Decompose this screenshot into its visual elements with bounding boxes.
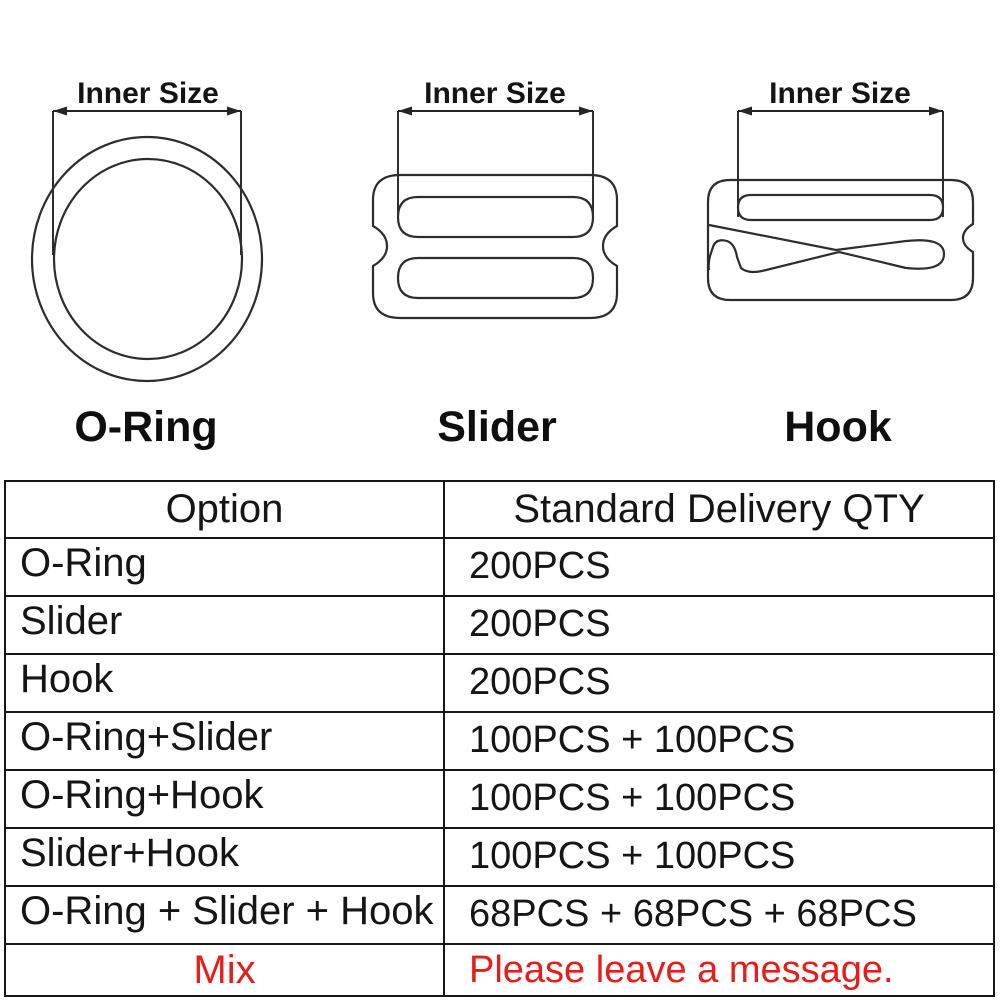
option-cell: O-Ring + Slider + Hook: [4, 885, 445, 945]
slider-figure: Inner Size Slider: [371, 77, 619, 451]
oring-shape: [30, 135, 264, 383]
option-cell: O-Ring+Hook: [4, 769, 445, 829]
dimension-arrow-right-icon: [579, 106, 593, 116]
dimension-arrow-left-icon: [398, 106, 412, 116]
options-table: Option Standard Delivery QTY O-Ring 200P…: [4, 480, 995, 997]
qty-cell: 68PCS + 68PCS + 68PCS: [443, 885, 995, 945]
hardware-diagrams: Inner Size O-Ring Inner Size: [30, 77, 975, 451]
hook-inner-size-label: Inner Size: [769, 77, 911, 110]
qty-cell: 200PCS: [443, 653, 995, 713]
oring-figure: Inner Size O-Ring: [30, 77, 264, 451]
dimension-arrow-left-icon: [738, 106, 752, 116]
slider-shape: [371, 173, 619, 320]
slider-dimension-line: [397, 106, 594, 215]
table-row: O-Ring+Hook 100PCS + 100PCS: [4, 769, 995, 829]
option-cell-mix: Mix: [4, 943, 445, 997]
qty-cell: 100PCS + 100PCS: [443, 827, 995, 887]
dimension-arrow-right-icon: [227, 106, 241, 116]
dimension-arrow-left-icon: [53, 106, 67, 116]
oring-dimension-line: [52, 106, 242, 255]
qty-cell: 100PCS + 100PCS: [443, 769, 995, 829]
table-row: O-Ring + Slider + Hook 68PCS + 68PCS + 6…: [4, 885, 995, 945]
table-row: Slider+Hook 100PCS + 100PCS: [4, 827, 995, 887]
slider-inner-size-label: Inner Size: [424, 77, 566, 110]
table-row-mix: Mix Please leave a message.: [4, 943, 995, 997]
oring-inner-size-label: Inner Size: [77, 77, 219, 110]
slider-caption: Slider: [437, 403, 557, 451]
option-cell: Slider+Hook: [4, 827, 445, 887]
option-cell: Hook: [4, 653, 445, 713]
oring-caption: O-Ring: [74, 403, 217, 451]
option-cell: O-Ring+Slider: [4, 711, 445, 771]
option-cell: Slider: [4, 595, 445, 655]
table-header-row: Option Standard Delivery QTY: [4, 480, 995, 539]
hook-figure: Inner Size Hook: [706, 77, 975, 451]
qty-cell-mix: Please leave a message.: [443, 943, 995, 997]
dimension-arrow-right-icon: [929, 106, 943, 116]
column-header-option: Option: [4, 480, 445, 539]
table-row: Hook 200PCS: [4, 653, 995, 713]
column-header-qty: Standard Delivery QTY: [443, 480, 995, 539]
table-row: O-Ring 200PCS: [4, 537, 995, 597]
table-row: Slider 200PCS: [4, 595, 995, 655]
hook-shape: [706, 178, 975, 302]
qty-cell: 100PCS + 100PCS: [443, 711, 995, 771]
hook-caption: Hook: [784, 403, 892, 451]
option-cell: O-Ring: [4, 537, 445, 597]
table-row: O-Ring+Slider 100PCS + 100PCS: [4, 711, 995, 771]
qty-cell: 200PCS: [443, 595, 995, 655]
qty-cell: 200PCS: [443, 537, 995, 597]
hook-dimension-line: [737, 106, 944, 217]
